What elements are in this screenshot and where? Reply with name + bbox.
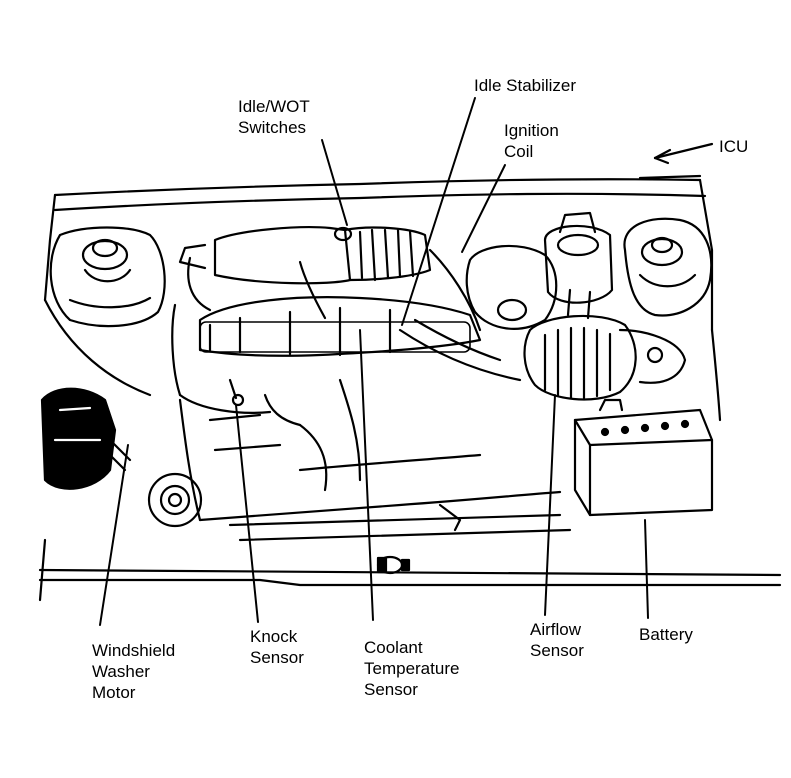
- leader-lines: [99, 97, 649, 626]
- left-strut-tower: [49, 226, 166, 328]
- label-ignition-coil: Ignition Coil: [504, 121, 559, 161]
- label-battery: Battery: [639, 625, 693, 644]
- label-airflow-sensor: Airflow Sensor: [530, 620, 584, 660]
- airflow-sensor-body: [523, 314, 687, 401]
- distributor-cap: [543, 211, 614, 320]
- label-coolant-temperature-sensor: Coolant Temperature Sensor: [364, 638, 460, 699]
- label-knock-sensor: Knock Sensor: [250, 627, 304, 667]
- washer-motor-body: [40, 387, 132, 490]
- label-icu: ICU: [719, 137, 749, 156]
- label-idle-stabilizer: Idle Stabilizer: [474, 76, 577, 95]
- valve-cover: [171, 296, 482, 414]
- throttle-body-assembly: [178, 226, 432, 320]
- right-strut-tower: [623, 217, 713, 317]
- fender-outline: [38, 298, 782, 602]
- battery-body: [573, 398, 714, 517]
- icu-arrow: [653, 142, 714, 165]
- cowl-panel: [43, 174, 714, 332]
- ignition-coil-body: [398, 244, 558, 382]
- label-windshield-washer-motor: Windshield Washer Motor: [92, 641, 176, 702]
- engine-block: [147, 378, 572, 575]
- label-idle-wot-switches: Idle/WOT Switches: [238, 97, 310, 137]
